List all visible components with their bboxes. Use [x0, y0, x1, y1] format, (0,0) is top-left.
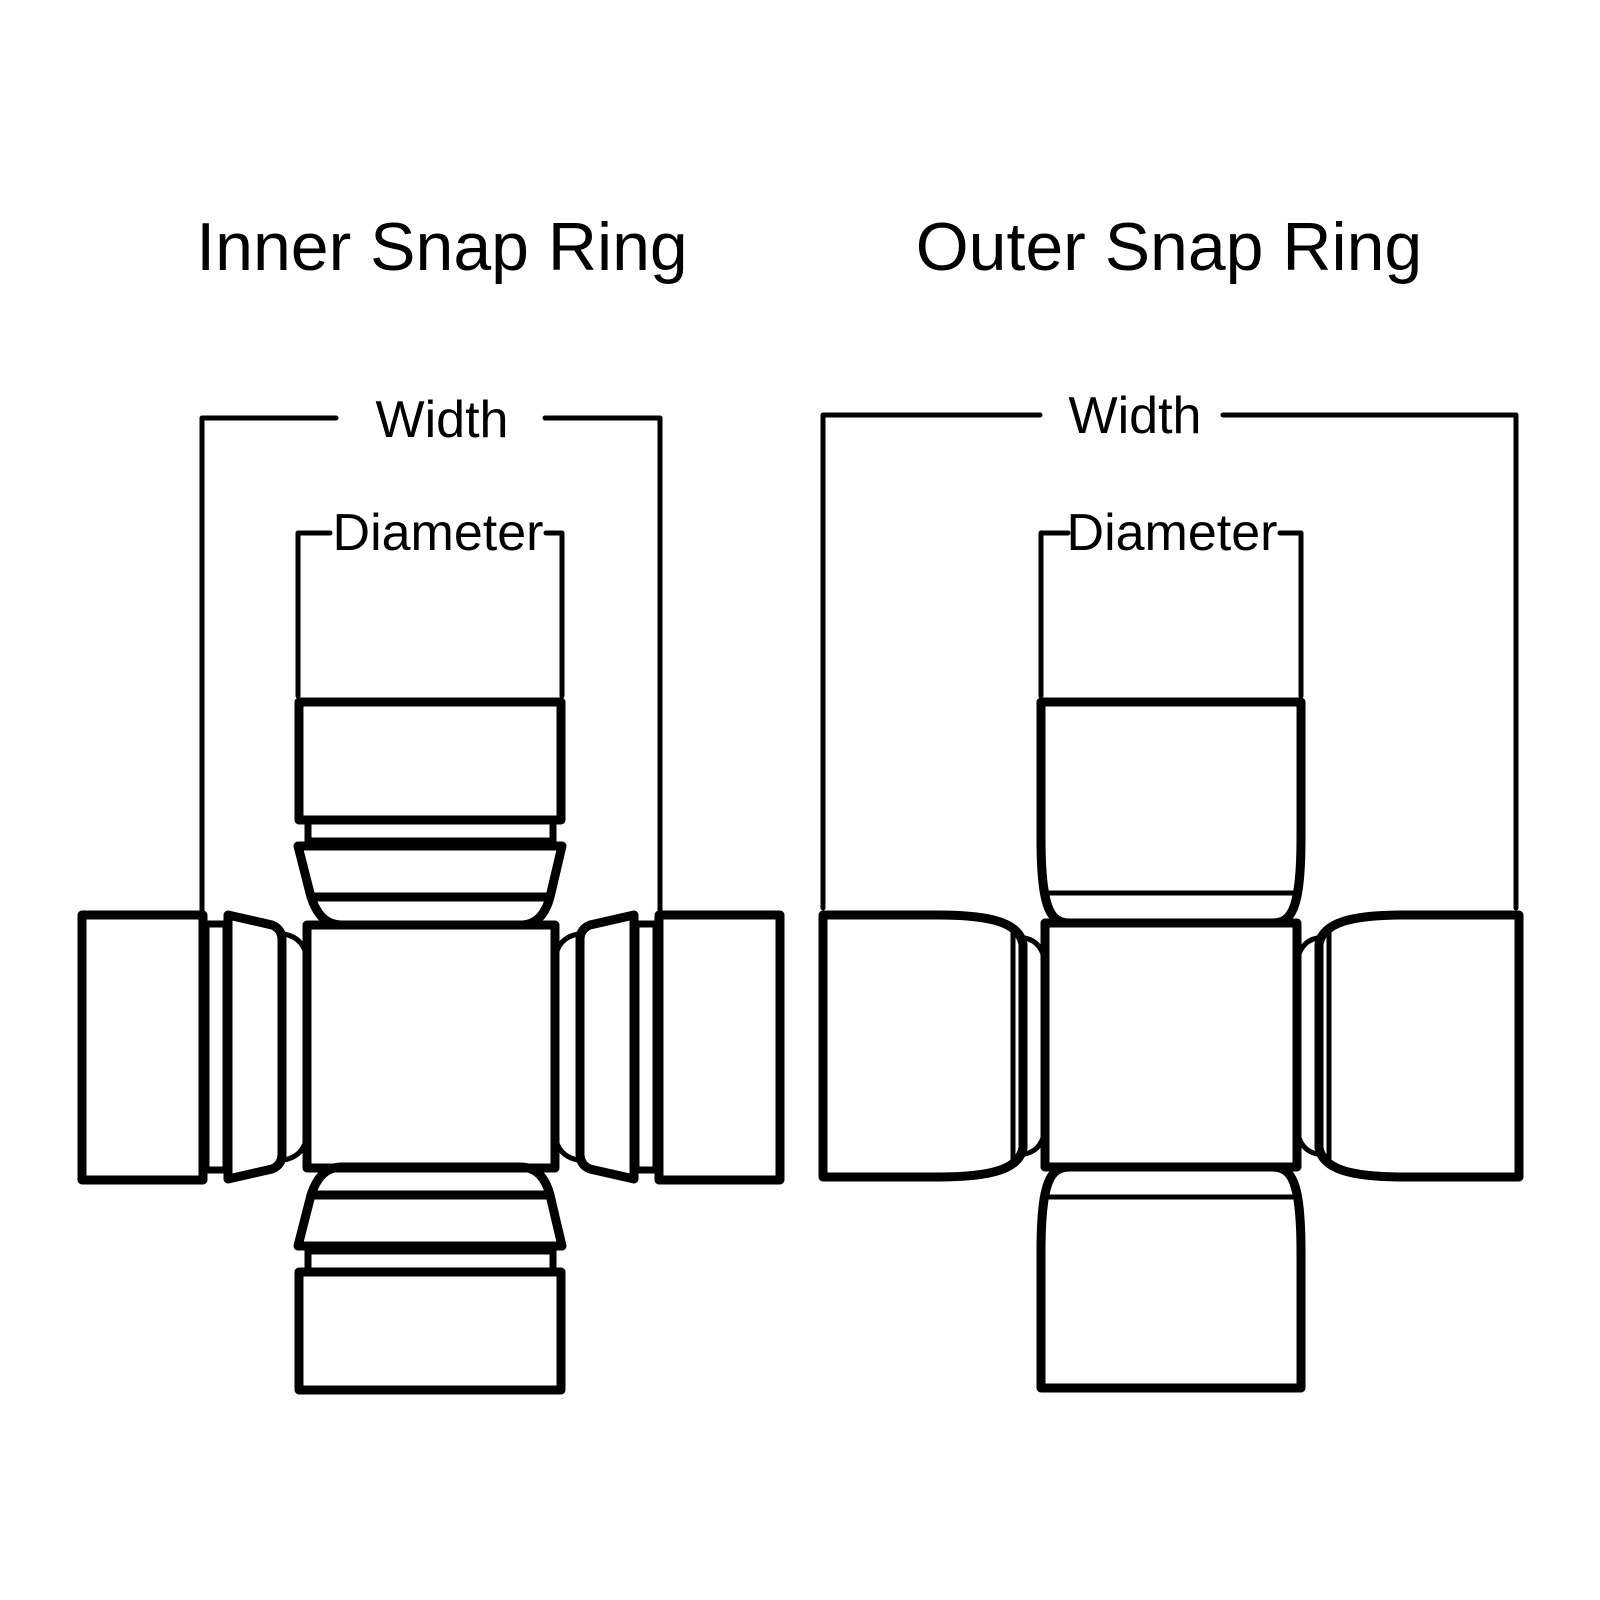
inner-right-bearing-cap [654, 910, 785, 1185]
outer-diameter-bracket [1038, 530, 1304, 699]
inner-diameter-label: Diameter [333, 504, 544, 562]
outer-right-bearing-cap [1314, 910, 1524, 1182]
inner-snap-ring-diagram: Inner Snap Ring Width Diameter [77, 209, 785, 1395]
outer-ujoint-drawing [818, 697, 1524, 1393]
outer-left-bearing-cap [818, 910, 1028, 1182]
outer-left-trunnion-fillet [1022, 935, 1048, 1157]
outer-width-bracket [820, 412, 1519, 911]
outer-diagram-title: Outer Snap Ring [916, 209, 1423, 285]
inner-top-bearing-cap [294, 697, 566, 825]
inner-bottom-groove-band [304, 1247, 557, 1276]
inner-right-snap-ring [575, 910, 639, 1184]
inner-body [302, 920, 560, 1173]
inner-left-snap-ring [223, 910, 287, 1184]
inner-bottom-snap-ring [293, 1162, 567, 1251]
inner-left-bearing-cap [77, 910, 208, 1185]
outer-snap-ring-diagram: Outer Snap Ring Width Diameter [818, 209, 1524, 1393]
inner-left-groove-band [202, 920, 230, 1174]
outer-body [1040, 918, 1302, 1172]
inner-right-trunnion-fillet [552, 931, 581, 1163]
inner-width-label: Width [376, 391, 509, 449]
outer-diameter-label: Diameter [1067, 504, 1278, 562]
inner-right-groove-band [632, 920, 660, 1174]
inner-top-snap-ring [293, 841, 567, 930]
inner-top-groove-band [304, 816, 557, 845]
outer-right-trunnion-fillet [1294, 935, 1320, 1157]
inner-width-bracket [199, 415, 663, 916]
inner-ujoint-drawing [77, 697, 785, 1395]
inner-bottom-bearing-cap [294, 1267, 566, 1395]
outer-top-bearing-cap [1036, 697, 1306, 928]
outer-bottom-bearing-cap [1036, 1162, 1306, 1393]
inner-left-trunnion-fillet [281, 931, 310, 1163]
inner-diagram-title: Inner Snap Ring [196, 209, 687, 285]
inner-diameter-bracket [295, 530, 565, 699]
outer-width-label: Width [1069, 387, 1202, 445]
